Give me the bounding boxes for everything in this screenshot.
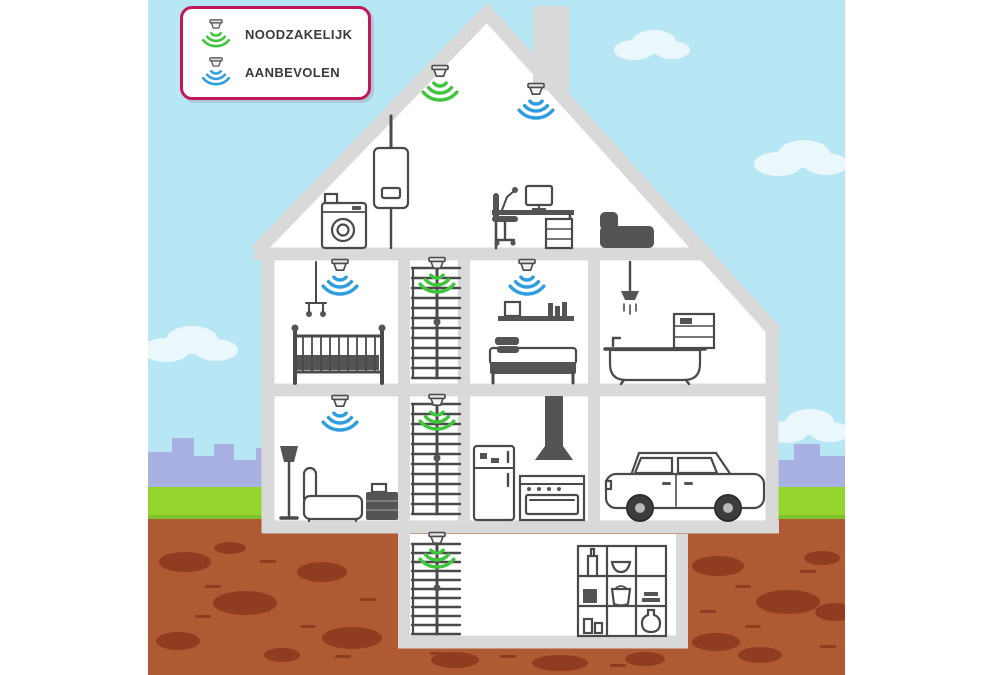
desk-lamp xyxy=(501,187,518,211)
cloud xyxy=(614,30,690,60)
boiler xyxy=(372,114,410,250)
refrigerator xyxy=(472,444,516,522)
nursery xyxy=(291,261,386,385)
kitchen xyxy=(472,396,586,522)
cloud xyxy=(148,326,238,362)
roof xyxy=(250,2,782,338)
staircase-basement xyxy=(410,542,462,636)
bedroom xyxy=(488,300,578,385)
stove xyxy=(518,474,586,522)
legend-item-recommended: AANBEVOLEN xyxy=(199,56,352,88)
computer-monitor xyxy=(524,184,554,211)
garage xyxy=(604,451,766,522)
recommended-detector-icon xyxy=(201,56,231,86)
car xyxy=(604,451,766,522)
bathroom-cabinet xyxy=(672,312,716,350)
bathroom xyxy=(603,260,716,386)
floor-lamp xyxy=(279,446,299,520)
sofa xyxy=(302,466,364,523)
baby-mobile xyxy=(305,261,327,317)
attic xyxy=(320,114,654,250)
shower xyxy=(621,260,639,315)
washing-machine xyxy=(320,192,368,250)
bed xyxy=(488,337,578,385)
house-frame xyxy=(250,2,782,649)
legend-label-necessary: NOODZAKELIJK xyxy=(245,26,353,42)
legend-item-necessary: NOODZAKELIJK xyxy=(199,18,352,50)
desk xyxy=(492,210,574,250)
living-room xyxy=(279,446,398,523)
legend-panel: NOODZAKELIJK AANBEVOLEN xyxy=(180,6,372,100)
soil-texture xyxy=(156,542,845,671)
stored-items xyxy=(582,547,662,635)
necessary-detector-icon xyxy=(201,18,231,48)
extractor-hood xyxy=(535,396,573,460)
daybed xyxy=(600,212,654,248)
legend-label-recommended: AANBEVOLEN xyxy=(245,64,341,80)
office-chair xyxy=(492,193,518,246)
crib xyxy=(291,324,386,385)
tv-cabinet xyxy=(366,482,398,520)
wall-shelf xyxy=(498,300,574,321)
basement xyxy=(576,544,668,638)
cloud xyxy=(754,140,845,176)
